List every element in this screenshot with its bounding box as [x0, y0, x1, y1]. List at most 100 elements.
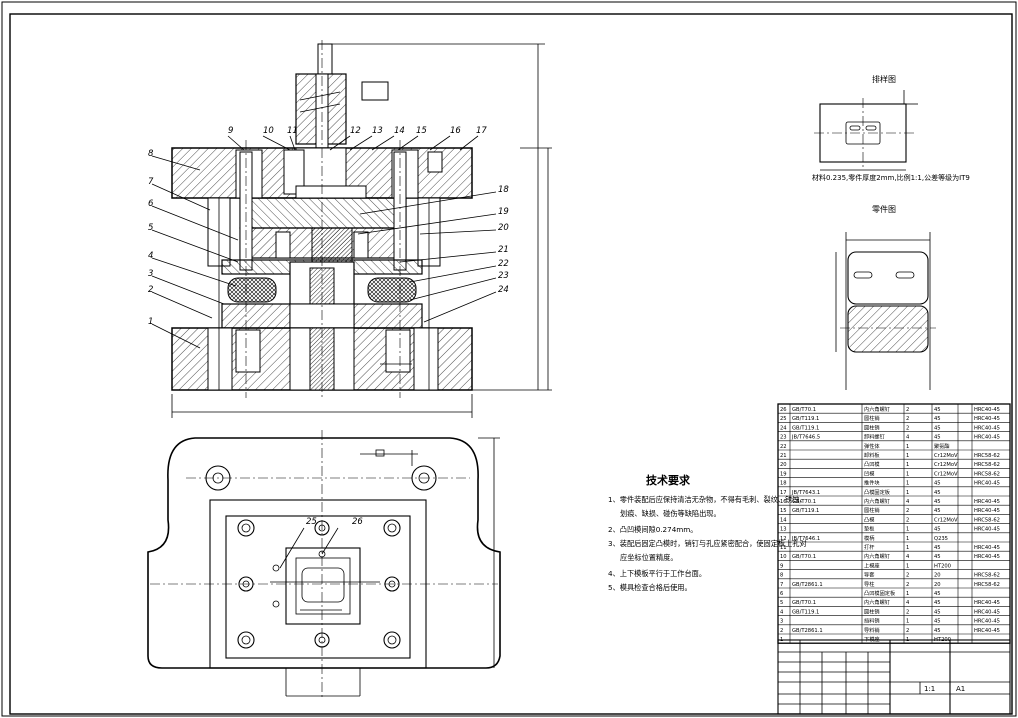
- bom-cell: 45: [934, 628, 941, 634]
- bom-cell: GB/T2861.1: [792, 582, 823, 588]
- callout-number: 12: [350, 126, 361, 136]
- bom-cell: 凸凹模固定板: [864, 589, 896, 597]
- bom-cell: JB/T7646.5: [791, 435, 820, 441]
- bom-cell: 4: [906, 600, 910, 606]
- bom-cell: 导料销: [864, 626, 880, 634]
- bom-cell: 导套: [864, 571, 875, 579]
- bom-cell: 1: [906, 453, 909, 459]
- callout-number: 5: [148, 223, 153, 233]
- bom-cell: 2: [906, 407, 909, 413]
- bom-cell: 2: [780, 628, 783, 634]
- bom-cell: HRC40-45: [974, 508, 1000, 514]
- bom-cell: 卸料螺钉: [864, 433, 885, 441]
- bom-cell: HRC40-45: [974, 407, 1000, 413]
- bom-cell: 45: [934, 508, 941, 514]
- bom-cell: 22: [780, 444, 787, 450]
- bom-cell: HRC40-45: [974, 481, 1000, 487]
- bom-cell: 3: [780, 619, 783, 625]
- callout-number: 24: [498, 285, 509, 295]
- plan-view: [147, 430, 501, 700]
- bom-cell: 1: [906, 536, 909, 542]
- bom-cell: GB/T119.1: [792, 425, 819, 431]
- bom-cell: 4: [906, 435, 910, 441]
- bom-cell: 45: [934, 545, 941, 551]
- callout-number: 16: [450, 126, 461, 136]
- bom-cell: 挡料销: [864, 617, 880, 625]
- bom-cell: HRC40-45: [974, 619, 1000, 625]
- bom-cell: 下模座: [864, 635, 880, 643]
- callout-number: 17: [476, 126, 487, 136]
- bom-cell: 2: [906, 508, 909, 514]
- callout-number: 14: [394, 126, 405, 136]
- bom-cell: 内六角螺钉: [864, 405, 890, 413]
- bom-cell: HRC58-62: [974, 453, 1000, 459]
- bom-cell: JB/T7646.1: [791, 536, 820, 542]
- bom-cell: Q235: [934, 536, 948, 542]
- callout-number: 7: [148, 177, 154, 187]
- callout-number: 13: [372, 126, 383, 136]
- bom-cell: 45: [934, 499, 941, 505]
- bom-cell: 圆柱销: [864, 506, 880, 514]
- bom-cell: 12: [780, 536, 787, 542]
- bom-cell: 圆柱销: [864, 414, 880, 422]
- bom-cell: 45: [934, 425, 941, 431]
- bom-cell: HRC40-45: [974, 435, 1000, 441]
- bom-cell: HRC40-45: [974, 545, 1000, 551]
- bom-cell: 内六角螺钉: [864, 598, 890, 606]
- tech-requirement-line: 划痕、缺损、碰伤等缺陷出现。: [620, 509, 721, 518]
- callout-number: 21: [498, 245, 509, 255]
- strip-layout-label: 排样图: [872, 74, 896, 84]
- bom-cell: 圆柱销: [864, 423, 880, 431]
- bom-cell: 4: [906, 499, 910, 505]
- callout-number: 15: [416, 126, 427, 136]
- bom-cell: 26: [780, 407, 787, 413]
- bom-cell: 20: [780, 462, 787, 468]
- tech-requirement-line: 5、模具检查合格后使用。: [608, 583, 692, 592]
- bom-cell: 1: [906, 462, 909, 468]
- callout-number: 11: [287, 126, 298, 136]
- bom-cell: 导柱: [864, 580, 874, 588]
- callout-number: 25: [306, 517, 317, 527]
- callout-number: 22: [498, 259, 509, 269]
- bom-cell: 2: [906, 609, 909, 615]
- bom-cell: 2: [906, 517, 909, 523]
- bom-cell: 45: [934, 416, 941, 422]
- bom-cell: 1: [906, 591, 909, 597]
- bom-cell: 1: [906, 563, 909, 569]
- bom-cell: 弹性体: [864, 442, 880, 450]
- bom-cell: Cr12MoV: [934, 471, 958, 477]
- bom-cell: 25: [780, 416, 787, 422]
- bom-cell: 13: [780, 527, 787, 533]
- bom-cell: 1: [906, 481, 909, 487]
- bom-cell: Cr12MoV: [934, 453, 958, 459]
- bom-cell: HRC58-62: [974, 471, 1000, 477]
- bom-cell: 21: [780, 453, 787, 459]
- tech-requirement-line: 4、上下模板平行于工作台面。: [608, 569, 706, 578]
- bom-cell: 8: [780, 573, 783, 579]
- bom-cell: 推件块: [864, 479, 880, 487]
- inner-border: [9, 13, 1013, 715]
- bom-cell: HRC40-45: [974, 527, 1000, 533]
- callout-number: 6: [148, 199, 154, 209]
- sheet-size: A1: [956, 685, 965, 693]
- bom-cell: 2: [906, 582, 909, 588]
- bom-cell: 45: [934, 481, 941, 487]
- bom-cell: 14: [780, 517, 787, 523]
- callout-number: 2: [148, 285, 153, 295]
- bom-cell: GB/T119.1: [792, 609, 819, 615]
- bom-cell: 垫板: [864, 525, 875, 533]
- bom-cell: HRC40-45: [974, 609, 1000, 615]
- bom-cell: 5: [780, 600, 783, 606]
- bom-cell: 45: [934, 527, 941, 533]
- title-block: 1:1 A1: [777, 639, 1011, 715]
- bom-cell: Cr12MoV: [934, 462, 958, 468]
- bom-cell: HRC58-62: [974, 582, 1000, 588]
- bom-cell: HT200: [934, 563, 951, 569]
- bom-cell: 内六角螺钉: [864, 497, 890, 505]
- bom-cell: GB/T119.1: [792, 508, 819, 514]
- tech-requirements: 1、零件装配后应保持清洁无杂物，不得有毛刺、裂纹、锈蚀、划痕、缺损、碰伤等缺陷出…: [608, 495, 807, 592]
- callout-number: 26: [352, 517, 363, 527]
